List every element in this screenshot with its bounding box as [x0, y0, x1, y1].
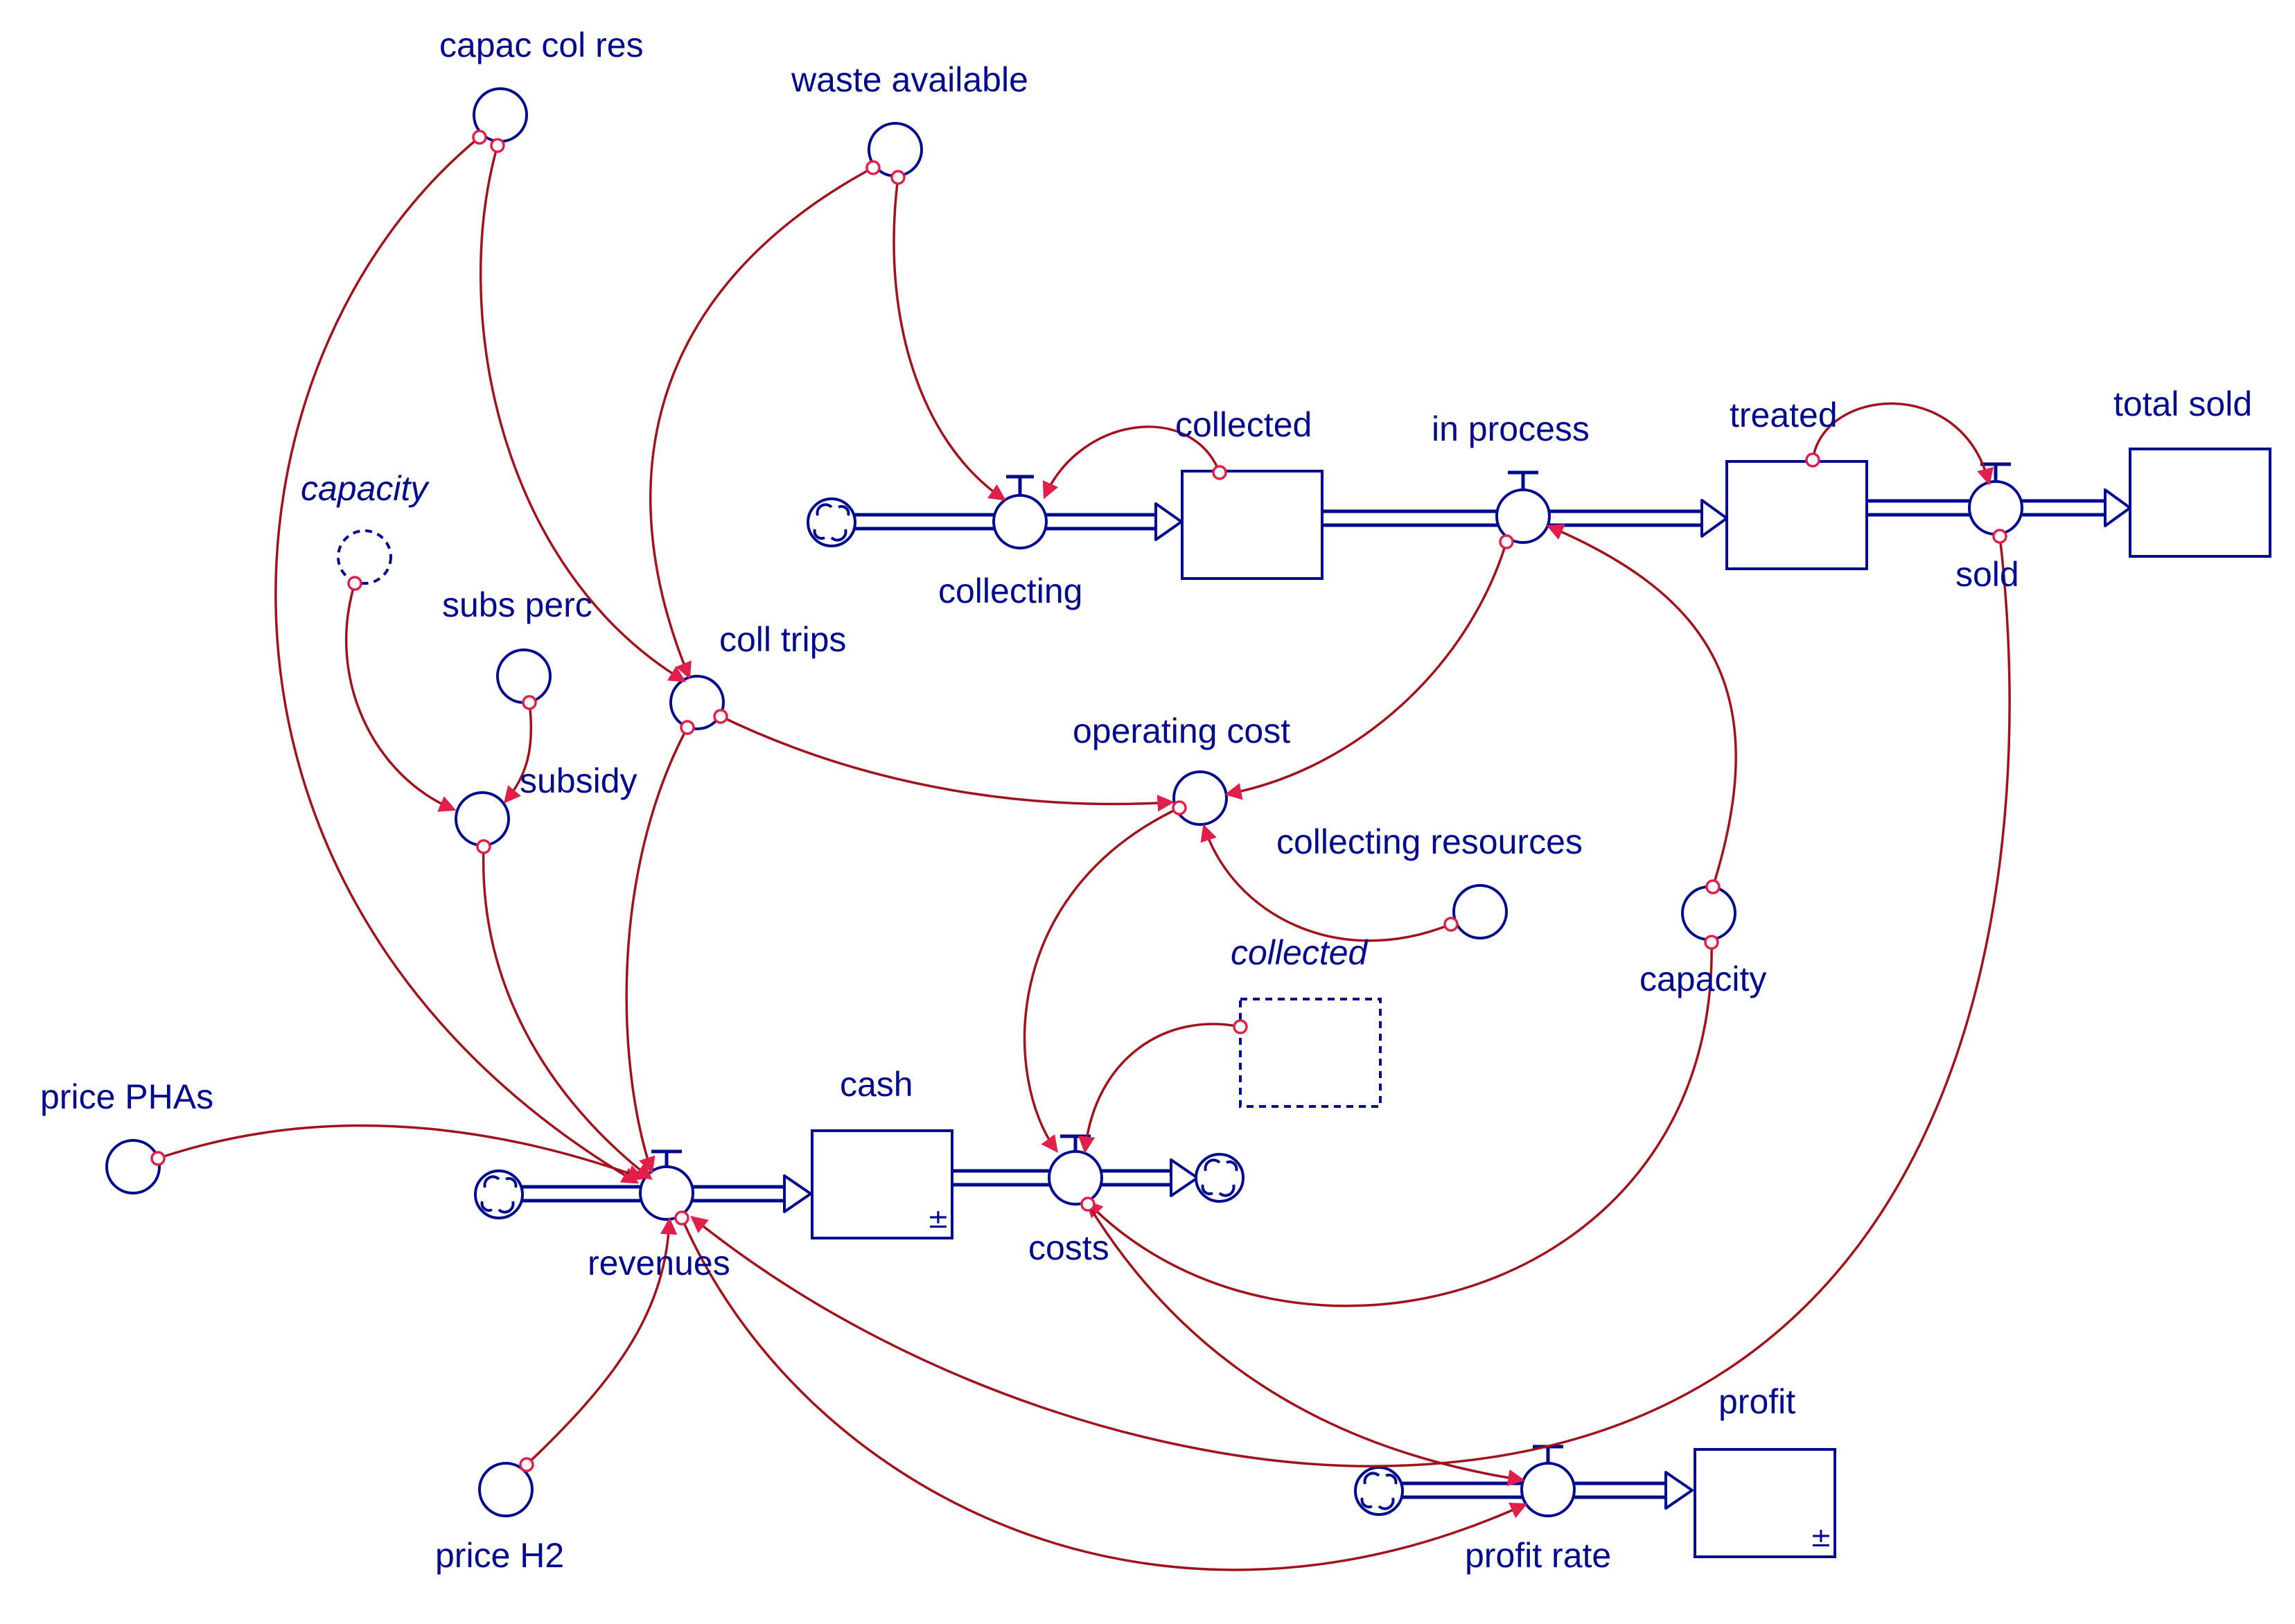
stock-cash[interactable] [811, 1129, 953, 1239]
cloud-source-revenues [474, 1170, 524, 1219]
valve-in-process[interactable] [1495, 470, 1551, 544]
cloud-sink-costs [1195, 1153, 1245, 1203]
label-collected-ghost: collected [1231, 933, 1369, 972]
converter-subs-perc[interactable] [496, 648, 552, 704]
stock-collected-ghost[interactable] [1239, 998, 1382, 1108]
label-capac-col-res: capac col res [439, 26, 644, 64]
label-operating-cost: operating cost [1073, 712, 1290, 750]
stock-total-sold[interactable] [2129, 448, 2271, 558]
label-costs: costs [1028, 1228, 1109, 1267]
label-revenues: revenues [588, 1244, 730, 1282]
label-profit: profit [1718, 1382, 1795, 1421]
label-subs-perc: subs perc [442, 585, 592, 624]
label-capacity-ghost: capacity [301, 469, 430, 508]
valve-profit-rate[interactable] [1520, 1445, 1576, 1517]
label-cash: cash [840, 1065, 913, 1104]
label-profit-rate: profit rate [1465, 1536, 1611, 1575]
label-waste-available: waste available [791, 60, 1028, 99]
label-collecting: collecting [938, 572, 1082, 610]
converter-capacity-ghost[interactable] [337, 529, 392, 585]
valve-costs[interactable] [1048, 1134, 1103, 1206]
converter-coll-trips[interactable] [669, 675, 725, 730]
converter-subsidy[interactable] [455, 791, 510, 847]
cloud-source-profit-rate [1354, 1466, 1404, 1516]
stock-treated[interactable] [1725, 460, 1868, 570]
valve-sold[interactable] [1968, 462, 2023, 536]
converter-collecting-resources[interactable] [1452, 884, 1508, 939]
label-collecting-resources: collecting resources [1276, 822, 1583, 861]
stock-collected[interactable] [1181, 470, 1324, 580]
label-total-sold: total sold [2113, 385, 2252, 423]
converter-price-phas[interactable] [105, 1139, 161, 1194]
label-collected: collected [1175, 405, 1312, 444]
label-subsidy: subsidy [520, 761, 638, 800]
label-price-phas: price PHAs [40, 1077, 213, 1116]
valve-collecting[interactable] [992, 475, 1048, 549]
stock-profit[interactable] [1694, 1448, 1836, 1558]
converter-operating-cost[interactable] [1172, 770, 1228, 826]
label-sold: sold [1955, 555, 2019, 594]
profit-biflow-mark: ± [1810, 1522, 1832, 1553]
cash-biflow-mark: ± [927, 1203, 949, 1234]
connectors [150, 130, 2011, 1571]
converter-price-h2[interactable] [478, 1462, 534, 1517]
cloud-source-collecting [807, 497, 856, 547]
label-capacity: capacity [1639, 960, 1766, 998]
label-coll-trips: coll trips [719, 620, 846, 659]
converter-capacity[interactable] [1681, 885, 1736, 941]
label-treated: treated [1730, 396, 1838, 434]
label-price-h2: price H2 [435, 1536, 564, 1575]
label-in-process: in process [1432, 409, 1590, 448]
